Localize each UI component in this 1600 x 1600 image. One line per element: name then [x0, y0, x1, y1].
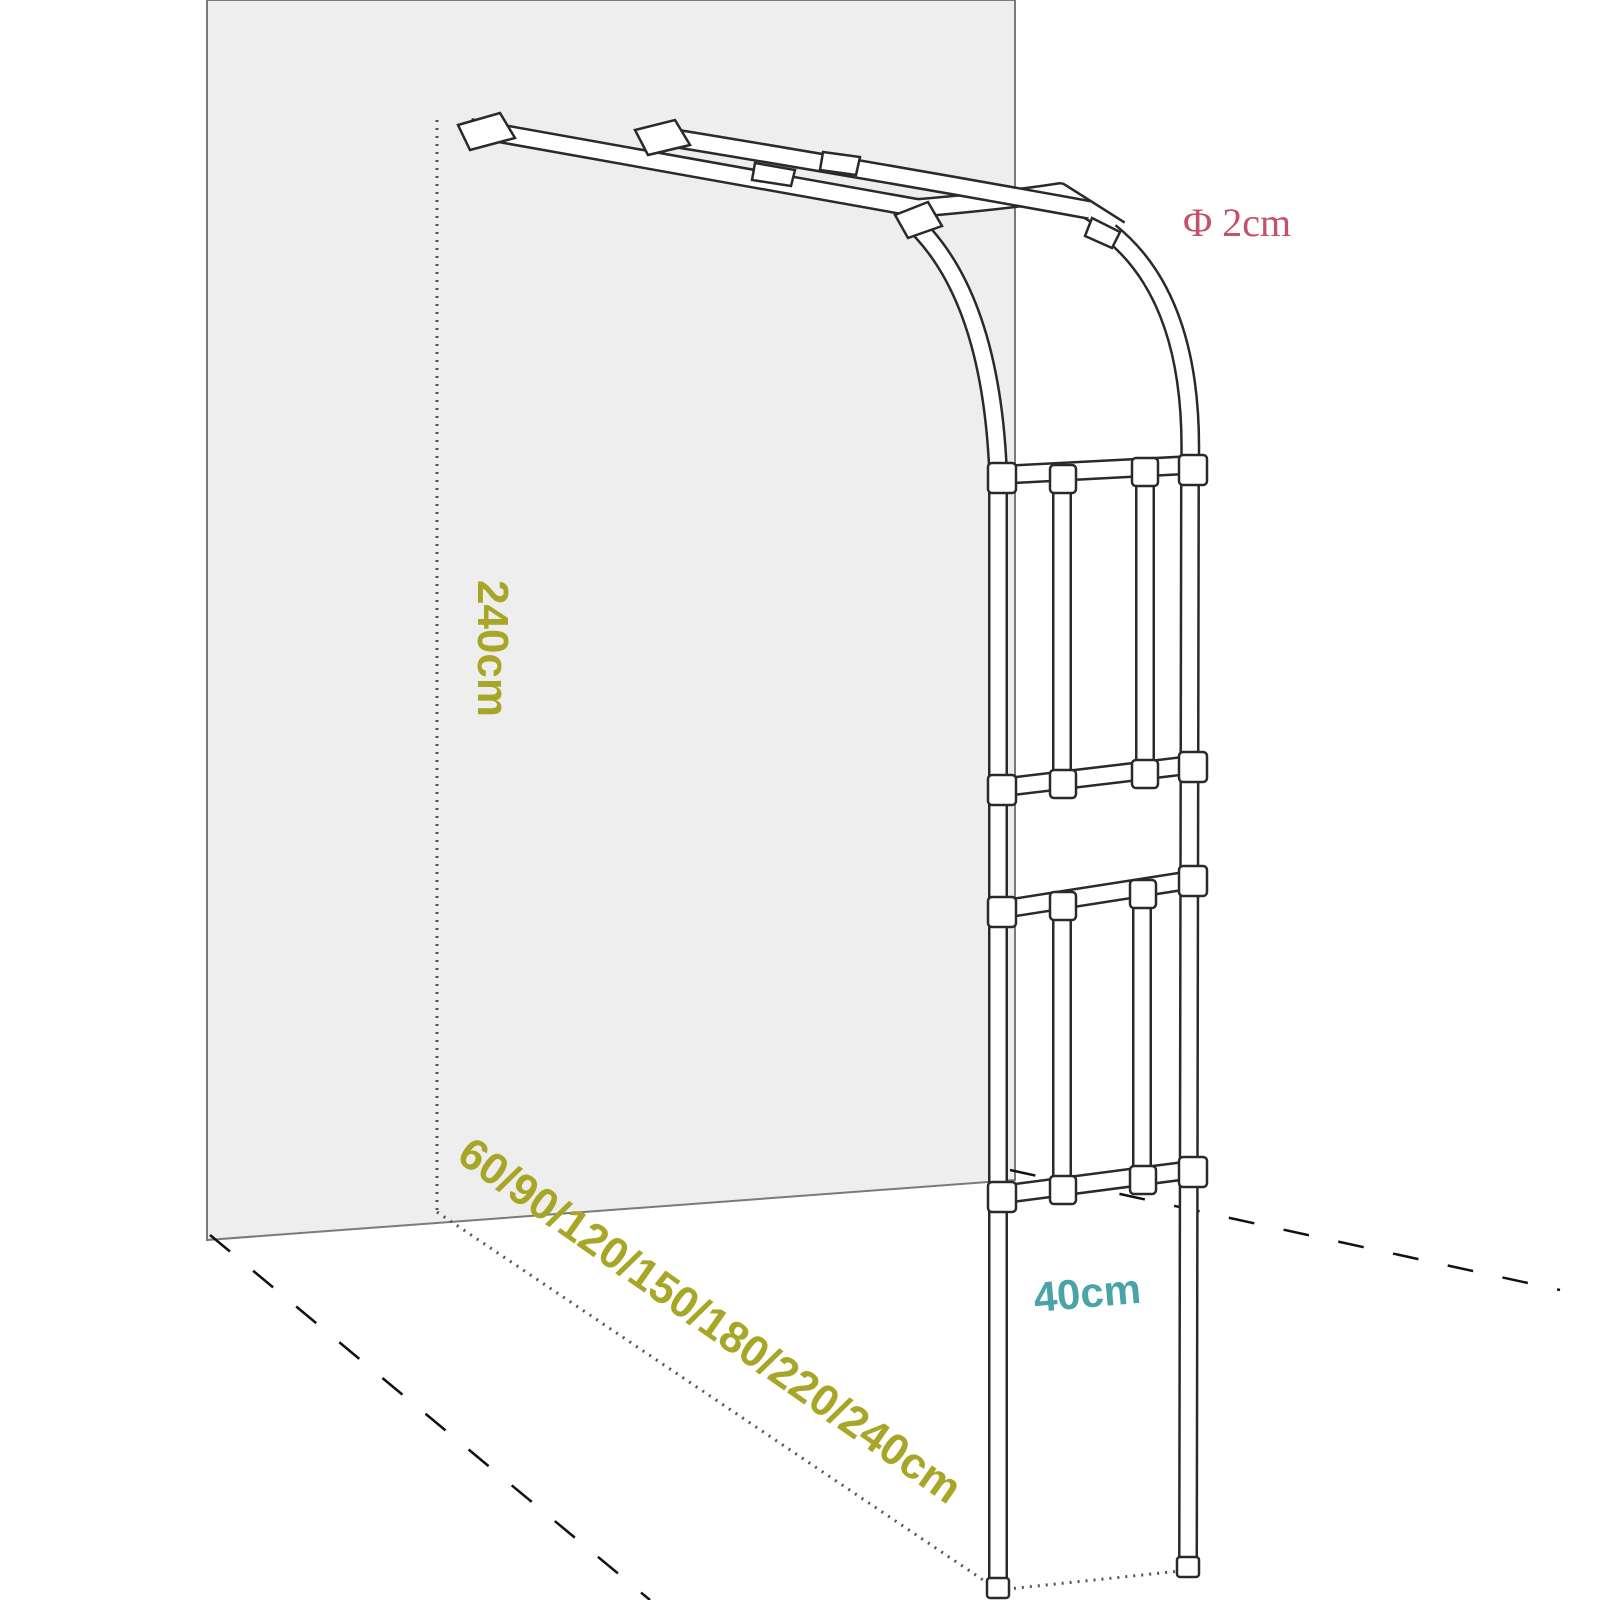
- height-label: 240cm: [468, 580, 517, 717]
- trellis-frame: [456, 111, 1209, 1600]
- floor-guide-right: [1009, 1168, 1561, 1292]
- floor-guides: [209, 1168, 1561, 1600]
- floor-guide-left: [209, 1234, 651, 1600]
- wall-panel: [206, 0, 1016, 1242]
- depth-label: 40cm: [1032, 1265, 1143, 1321]
- diameter-label: Φ 2cm: [1183, 200, 1291, 245]
- width-dotted-line: [436, 1210, 999, 1592]
- depth-dotted-line: [997, 1568, 1191, 1592]
- measurement-lines: [435, 120, 1191, 1592]
